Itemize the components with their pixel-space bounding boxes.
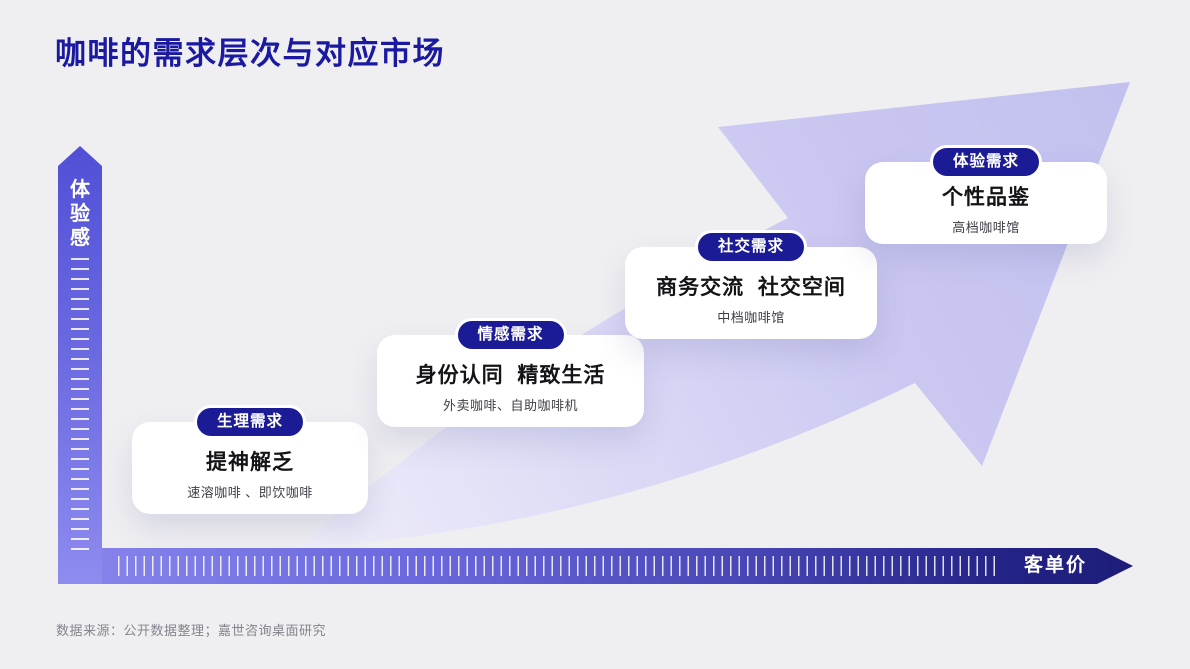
level-badge: 体验需求 bbox=[929, 145, 1043, 179]
x-axis-ticks bbox=[118, 556, 1000, 576]
level-title: 个性品鉴 bbox=[942, 186, 1030, 210]
x-axis-bar: 客单价 bbox=[102, 548, 1133, 584]
level-badge: 情感需求 bbox=[454, 318, 567, 352]
page-title: 咖啡的需求层次与对应市场 bbox=[55, 36, 445, 71]
level-subtitle: 中档咖啡馆 bbox=[717, 309, 785, 325]
level-title: 提神解乏 bbox=[206, 451, 294, 475]
y-axis-ticks bbox=[71, 258, 89, 550]
level-badge: 社交需求 bbox=[694, 230, 808, 264]
level-title: 商务交流 社交空间 bbox=[656, 276, 846, 300]
y-axis-bar: 体验感 bbox=[58, 146, 102, 584]
level-badge: 生理需求 bbox=[193, 405, 307, 439]
x-axis-label: 客单价 bbox=[1023, 555, 1087, 576]
level-card-experience: 体验需求 个性品鉴 高档咖啡馆 bbox=[865, 145, 1107, 244]
level-subtitle: 速溶咖啡 、即饮咖啡 bbox=[187, 484, 313, 500]
level-subtitle: 高档咖啡馆 bbox=[952, 219, 1020, 235]
level-card-physiological: 生理需求 提神解乏 速溶咖啡 、即饮咖啡 bbox=[132, 405, 368, 514]
level-card-emotional: 情感需求 身份认同 精致生活 外卖咖啡、自助咖啡机 bbox=[377, 318, 644, 427]
y-axis-label: 体验感 bbox=[58, 178, 102, 250]
level-subtitle: 外卖咖啡、自助咖啡机 bbox=[442, 397, 578, 413]
y-axis-label-text: 体验感 bbox=[70, 179, 90, 249]
level-title: 身份认同 精致生活 bbox=[415, 364, 606, 388]
level-card-social: 社交需求 商务交流 社交空间 中档咖啡馆 bbox=[625, 230, 877, 339]
data-source-note: 数据来源：公开数据整理；嘉世咨询桌面研究 bbox=[56, 623, 327, 638]
